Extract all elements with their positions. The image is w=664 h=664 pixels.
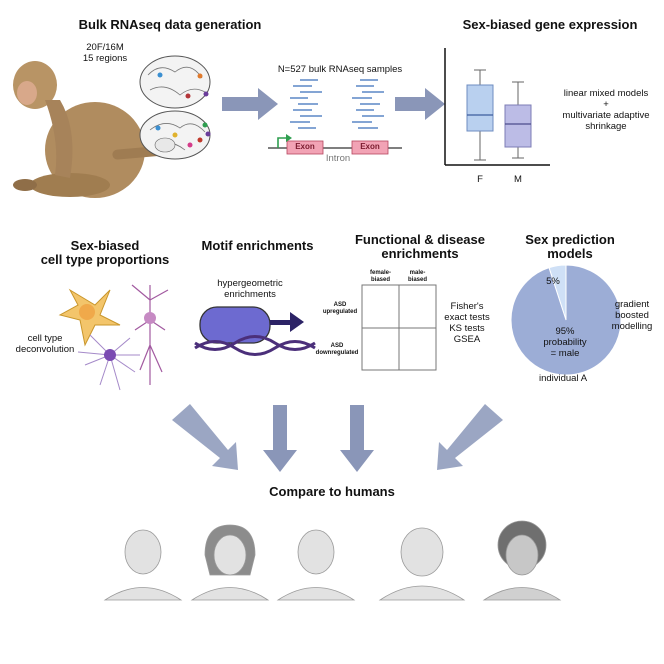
box-f xyxy=(466,84,494,132)
pred-caption: individual A xyxy=(538,373,588,384)
human-faces xyxy=(103,520,562,601)
functional-title-1: Functional & disease xyxy=(354,232,486,247)
arrow-pred-to-humans xyxy=(437,404,503,470)
pie-chart xyxy=(510,264,622,376)
compare-title: Compare to humans xyxy=(269,484,395,499)
label-f: F xyxy=(477,174,483,185)
pie-big-line2: probability xyxy=(543,337,587,348)
grid-row1-line1: ASD xyxy=(333,302,347,308)
motif-method-1: hypergeometric xyxy=(217,278,283,289)
cell-type-title-2: cell type proportions xyxy=(40,252,170,267)
human-face-3 xyxy=(276,529,356,601)
pred-method-3: modelling xyxy=(611,321,653,332)
pie-small-label: 5% xyxy=(546,276,560,287)
sb-method-3: multivariate adaptive xyxy=(562,110,650,121)
pred-method-1: gradient xyxy=(614,299,650,310)
cell-illustrations xyxy=(58,284,169,391)
cell-type-method-1: cell type xyxy=(27,333,63,344)
arrow-motif-to-humans xyxy=(263,405,297,472)
tests-1: Fisher's xyxy=(450,301,484,312)
arrow-enrich-to-humans xyxy=(340,405,374,472)
arrow-reads-to-boxplot xyxy=(395,88,445,120)
intron-label: Intron xyxy=(325,153,351,164)
bulk-title: Bulk RNAseq data generation xyxy=(78,17,262,32)
arrow-brain-to-reads xyxy=(222,88,278,120)
sex-biased-title: Sex-biased gene expression xyxy=(462,17,638,32)
grid-col2-line2: biased xyxy=(407,277,427,283)
box-m xyxy=(504,104,532,148)
prediction-title-1: Sex prediction xyxy=(525,232,615,247)
grid-row2-line2: downregulated xyxy=(315,350,359,356)
sb-method-1: linear mixed models xyxy=(563,88,649,99)
grid-row2-line1: ASD xyxy=(330,343,344,349)
pie-slice-0 xyxy=(510,264,622,376)
prediction-title-2: models xyxy=(547,246,593,261)
gene-model xyxy=(268,134,402,155)
pred-method-2: boosted xyxy=(615,310,649,321)
enrichment-grid xyxy=(361,284,437,371)
bulk-cohort-line2: 15 regions xyxy=(82,53,128,64)
cell-type-method-2: deconvolution xyxy=(15,344,75,355)
tests-2: exact tests xyxy=(444,312,490,323)
brain-illustration-bottom xyxy=(139,110,211,160)
grid-col1-line1: female- xyxy=(369,270,391,276)
grid-col2-line1: male- xyxy=(409,270,426,276)
arrow-cells-to-humans xyxy=(172,404,238,470)
macaque-illustration xyxy=(13,61,173,198)
human-face-5 xyxy=(482,520,562,601)
rnaseq-reads xyxy=(290,79,384,129)
exon-label-1: Exon xyxy=(295,142,315,151)
sb-method-2: + xyxy=(603,99,609,110)
pie-big-line3: = male xyxy=(550,348,580,359)
tests-3: KS tests xyxy=(449,323,485,334)
motif-title: Motif enrichments xyxy=(201,238,314,253)
pie-big-line1: 95% xyxy=(555,326,575,337)
exon-label-2: Exon xyxy=(360,142,380,151)
human-face-4 xyxy=(378,527,466,601)
cell-type-title-1: Sex-biased xyxy=(70,238,140,253)
tests-4: GSEA xyxy=(453,334,481,345)
sb-method-4: shrinkage xyxy=(585,121,627,132)
motif-method-2: enrichments xyxy=(224,289,276,300)
brain-illustration-top xyxy=(139,55,211,109)
human-face-2 xyxy=(190,524,270,601)
functional-title-2: enrichments xyxy=(381,246,459,261)
motif-illustration xyxy=(194,306,316,356)
label-m: M xyxy=(514,174,522,185)
grid-row1-line2: upregulated xyxy=(322,309,358,315)
grid-col1-line2: biased xyxy=(370,277,390,283)
bulk-cohort-line1: 20F/16M xyxy=(86,42,124,53)
bulk-samples: N=527 bulk RNAseq samples xyxy=(277,64,403,75)
human-face-1 xyxy=(103,529,183,601)
boxplot xyxy=(444,48,550,166)
